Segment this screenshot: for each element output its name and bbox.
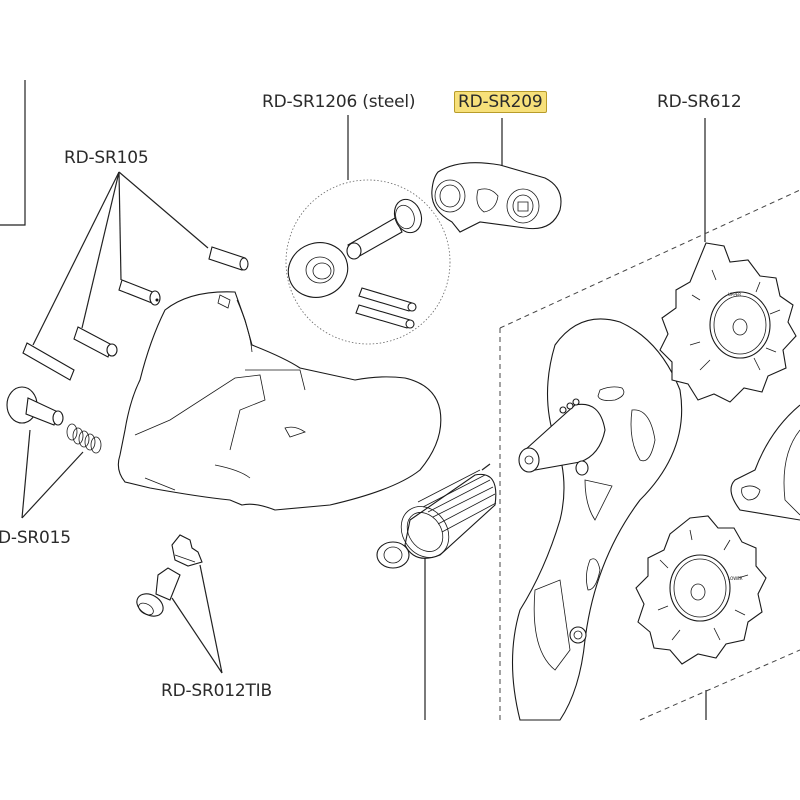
- coil-spring: [400, 463, 497, 559]
- part-lower-pulley[interactable]: LOWER: [635, 515, 767, 665]
- cage-pivot-axle: [518, 398, 606, 476]
- label-rd-sr209-highlighted[interactable]: RD-SR209: [454, 91, 547, 113]
- part-rd-sr015[interactable]: [6, 386, 102, 454]
- upper-pulley-marking: UPPER: [728, 292, 741, 297]
- part-rd-sr1206-group[interactable]: [281, 179, 451, 345]
- cable-bolt: [136, 567, 181, 617]
- label-rd-sr612[interactable]: RD-SR612: [657, 92, 742, 112]
- part-rd-sr105-pins[interactable]: [22, 246, 249, 381]
- part-rd-sr012tib[interactable]: [133, 534, 203, 621]
- part-screws: [355, 287, 417, 329]
- leader-rd-sr105: [32, 171, 209, 346]
- cable-clamp: [171, 534, 203, 567]
- leader-lines: [21, 115, 707, 720]
- part-washer-clamp: [287, 242, 349, 298]
- spring-small: [66, 423, 102, 454]
- frame-border-fragment: [0, 80, 26, 226]
- part-derailleur-body[interactable]: [117, 291, 442, 511]
- label-rd-sr015[interactable]: D-SR015: [0, 528, 71, 548]
- lower-pulley-marking: LOWER: [728, 576, 743, 581]
- part-return-spring[interactable]: [376, 463, 497, 569]
- pin-1: [208, 246, 249, 271]
- cage-bolt: [569, 626, 587, 644]
- pin-2: [118, 279, 161, 306]
- label-rd-sr105[interactable]: RD-SR105: [64, 148, 149, 168]
- part-rd-sr612-upper-pulley[interactable]: UPPER: [659, 242, 797, 403]
- part-pivot-pin: [346, 198, 423, 260]
- part-cage-plate[interactable]: [512, 318, 683, 721]
- leader-rd-sr012tib: [171, 564, 223, 674]
- leader-rd-sr015: [21, 429, 84, 519]
- label-rd-sr1206[interactable]: RD-SR1206 (steel): [262, 92, 416, 112]
- cage-assembly-boundary: [499, 189, 800, 721]
- part-inner-cage-plate: [730, 404, 800, 521]
- label-rd-sr012tib[interactable]: RD-SR012TIB: [161, 681, 272, 701]
- spacer-washer: [376, 541, 410, 569]
- pin-4: [22, 342, 75, 381]
- pin-3: [73, 326, 118, 358]
- part-rd-sr209-link[interactable]: [431, 162, 562, 233]
